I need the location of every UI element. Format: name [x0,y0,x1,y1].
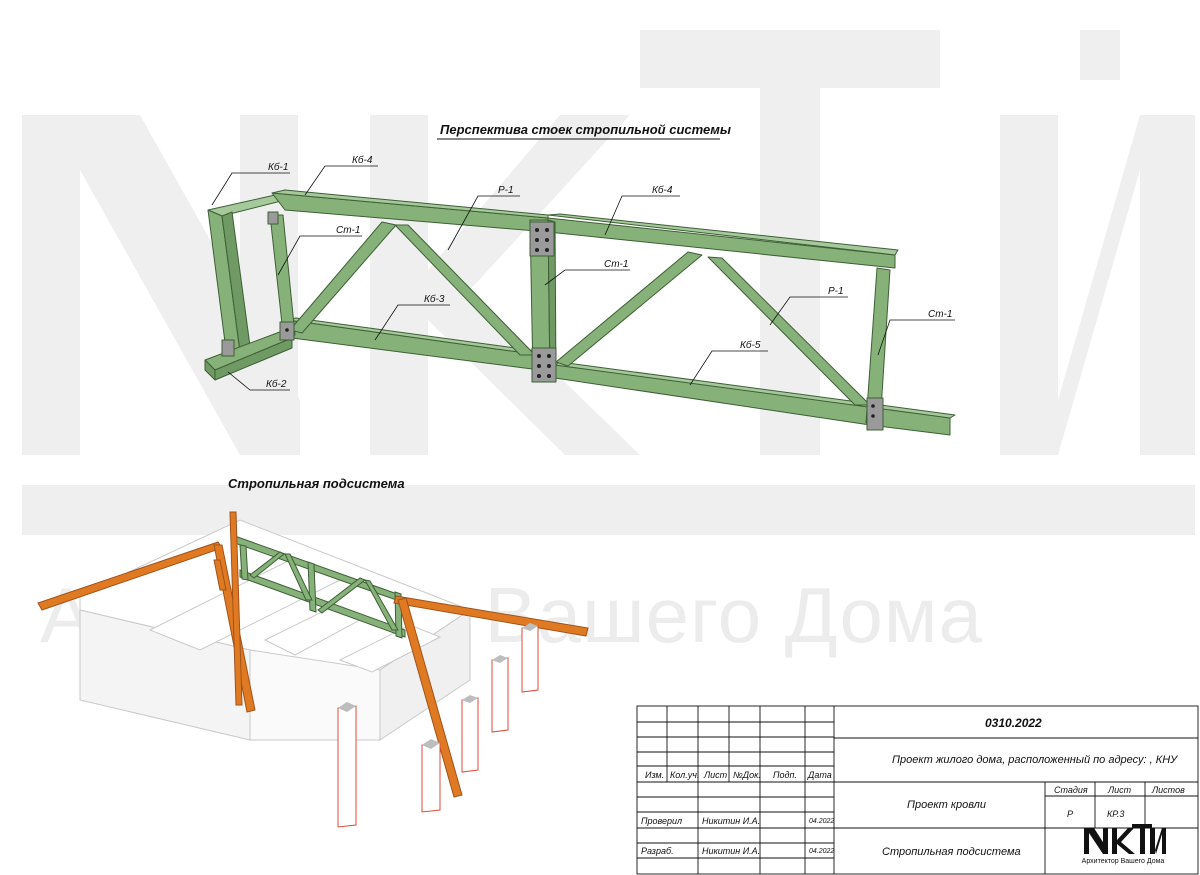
header-sheets: Листов [1152,785,1185,795]
top-title-underline [437,138,720,140]
row-name-developed: Никитин И.А. [702,846,761,856]
callout-kb2: Кб-2 [266,379,287,390]
callout-st1-left: Ст-1 [336,225,361,236]
callout-st1-mid: Ст-1 [604,259,629,270]
header-stage: Стадия [1054,785,1088,795]
callout-st1-right: Ст-1 [928,309,953,320]
header-list: Лист [704,770,728,780]
top-view-title: Перспектива стоек стропильной системы [440,122,731,137]
logo-mark [1084,824,1166,854]
callout-kb4-right: Кб-4 [652,185,673,196]
row-role-checked: Проверил [641,816,683,826]
sheet-name: Стропильная подсистема [882,846,1021,858]
callout-kb5: Кб-5 [740,340,761,351]
header-doc: №Док. [733,770,761,780]
header-date: Дата [808,770,832,780]
row-date-checked: 04.2022 [809,818,835,825]
logo-subtitle: Архитектор Вашего Дома [1081,858,1165,865]
roof-subsystem-drawing [37,511,589,828]
section-name: Проект кровли [907,799,986,811]
header-sheet: Лист [1108,785,1132,795]
callout-r1-right: Р-1 [828,286,844,297]
header-kol: Кол.уч. [670,770,700,780]
callout-kb3: Кб-3 [424,294,445,305]
header-podp: Подп. [773,770,797,780]
row-role-developed: Разраб. [641,846,674,856]
header-izm: Изм. [645,770,665,780]
row-date-developed: 04.2022 [809,848,835,855]
project-code: 0310.2022 [985,716,1042,730]
company-logo: Архитектор Вашего Дома [1078,820,1168,872]
bottom-view-title: Стропильная подсистема [228,476,405,491]
truss-perspective-drawing [204,165,956,436]
watermark-letters [22,30,1195,535]
callout-kb1: Кб-1 [268,162,289,173]
row-name-checked: Никитин И.А. [702,816,761,826]
stage-value: Р [1067,809,1074,819]
sheet-value: КР.3 [1107,809,1125,819]
project-description: Проект жилого дома, расположенный по адр… [892,754,1178,766]
callout-r1-top: Р-1 [498,185,514,196]
callout-kb4-left: Кб-4 [352,155,373,166]
